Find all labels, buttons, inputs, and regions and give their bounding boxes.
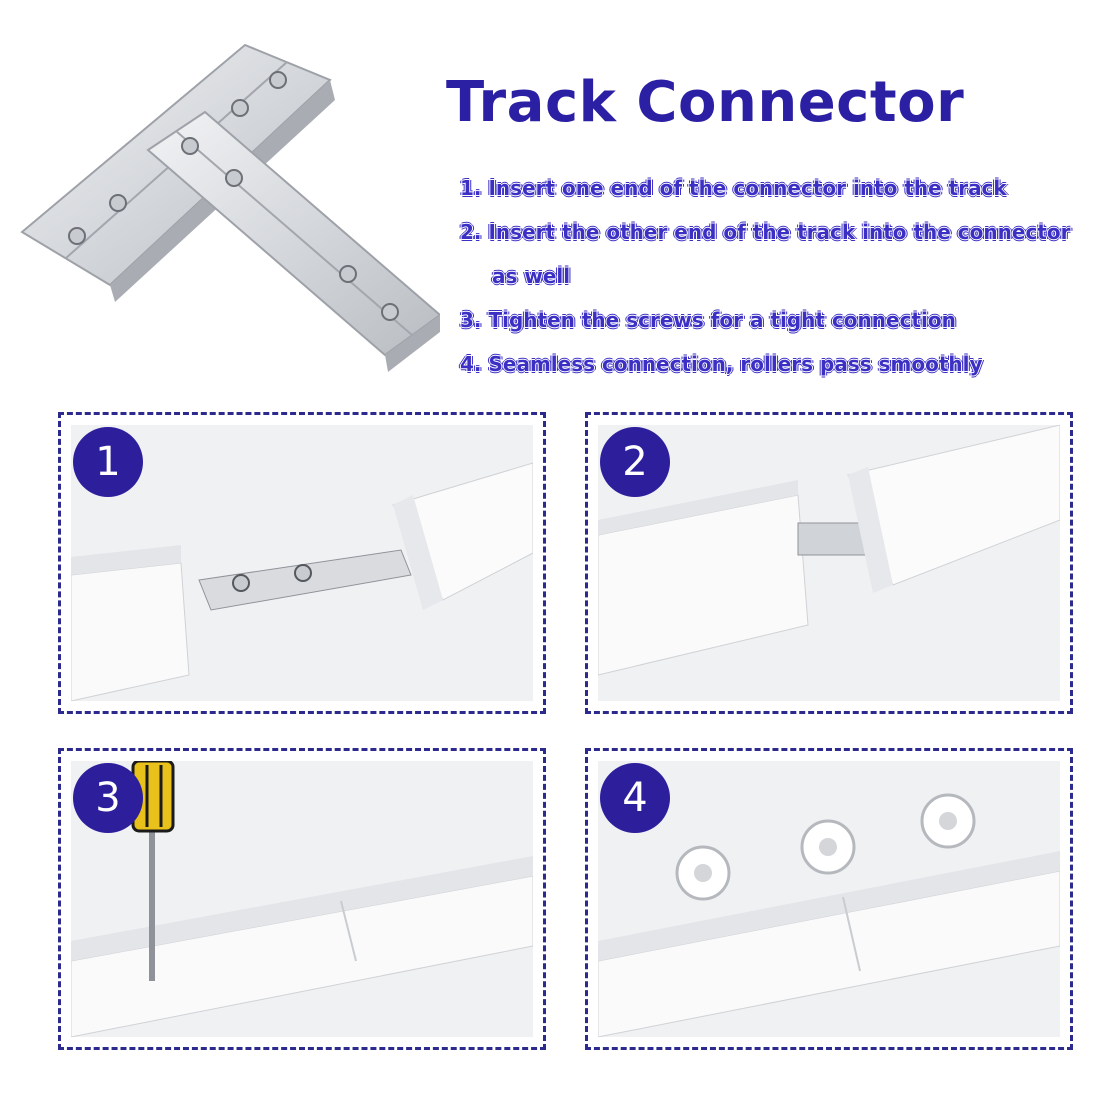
connector-product-image <box>20 43 440 372</box>
instruction-step-3: 3. Tighten the screws for a tight connec… <box>460 298 1090 342</box>
step-number: 3. <box>460 308 482 332</box>
step-4-illustration <box>598 761 1060 1037</box>
page-title: Track Connector <box>446 70 965 135</box>
step-panel-2: 2 <box>585 412 1073 714</box>
step-number: 4. <box>460 352 482 376</box>
step-badge: 3 <box>73 763 143 833</box>
instruction-step-2: 2. Insert the other end of the track int… <box>460 210 1090 298</box>
step-panel-4: 4 <box>585 748 1073 1050</box>
instruction-step-1: 1. Insert one end of the connector into … <box>460 166 1090 210</box>
step-text: Insert the other end of the track into t… <box>488 220 1071 244</box>
step-text-continuation: as well <box>492 264 571 288</box>
step-number: 2. <box>460 220 482 244</box>
step-badge: 4 <box>600 763 670 833</box>
step-badge: 1 <box>73 427 143 497</box>
step-text: Insert one end of the connector into the… <box>488 176 1007 200</box>
step-panel-3: 3 <box>58 748 546 1050</box>
step-panel-1: 1 <box>58 412 546 714</box>
step-1-illustration <box>71 425 533 701</box>
step-text: Seamless connection, rollers pass smooth… <box>488 352 983 376</box>
step-badge: 2 <box>600 427 670 497</box>
step-number: 1. <box>460 176 482 200</box>
instruction-step-4: 4. Seamless connection, rollers pass smo… <box>460 342 1090 386</box>
instruction-list: 1. Insert one end of the connector into … <box>460 166 1090 386</box>
step-2-illustration <box>598 425 1060 701</box>
step-text: Tighten the screws for a tight connectio… <box>488 308 956 332</box>
step-3-illustration <box>71 761 533 1037</box>
